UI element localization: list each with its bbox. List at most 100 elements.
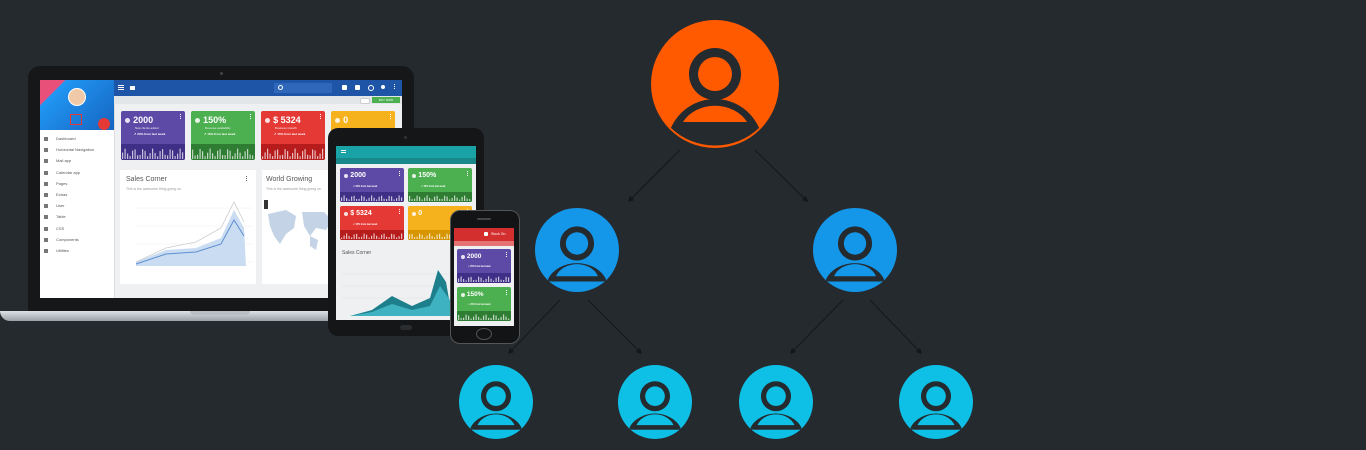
tablet-breadcrumb (336, 158, 476, 164)
sidebar-item-label: CSS (56, 225, 65, 231)
menu-icon[interactable] (118, 85, 124, 86)
search-bar[interactable] (274, 83, 332, 93)
sidebar-item[interactable]: Extras (44, 192, 110, 197)
member-avatar-2[interactable] (618, 365, 692, 439)
settings-icon[interactable] (381, 85, 385, 89)
sidebar-item-label: Calendar app (56, 169, 81, 175)
user-icon (459, 365, 533, 439)
card-menu-icon[interactable] (399, 209, 400, 210)
sidebar-item-icon (44, 170, 48, 175)
sidebar-item[interactable]: User (44, 203, 110, 208)
sidebar-item-icon (44, 248, 48, 253)
card-caption: Business Growth (275, 126, 297, 130)
buy-now-button[interactable]: BUY NOW (372, 97, 400, 103)
card-menu-icon[interactable] (467, 171, 468, 172)
card-menu-icon[interactable] (320, 114, 321, 115)
breadcrumb: BUY NOW (114, 96, 402, 104)
card-menu-icon[interactable] (467, 209, 468, 210)
card-value: 150% (203, 115, 227, 125)
sidebar-item[interactable]: Table (44, 214, 110, 219)
card-menu-icon[interactable] (506, 252, 507, 253)
sidebar-item[interactable]: Utilities (44, 248, 110, 253)
more-icon[interactable] (394, 84, 395, 85)
tablet-sales-title: Sales Corner (342, 250, 372, 256)
sidebar-item[interactable]: CSS (44, 226, 110, 231)
sparkline (340, 192, 404, 202)
logo-shape-icon (70, 114, 82, 125)
laptop-base (0, 311, 440, 321)
user-icon (535, 208, 619, 292)
card-icon (195, 118, 201, 124)
menu-icon[interactable] (341, 150, 346, 151)
chat-icon[interactable] (355, 85, 360, 90)
arrow-right-b (869, 299, 923, 355)
card-menu-icon[interactable] (390, 114, 391, 115)
world-map (268, 210, 332, 250)
stat-card[interactable]: 150% ↗ 15% from last week (457, 287, 511, 321)
sidebar-item[interactable]: Pages (44, 181, 110, 186)
phone-sub-bar (454, 241, 514, 246)
team-lead-right-avatar[interactable] (813, 208, 897, 292)
member-avatar-3[interactable] (739, 365, 813, 439)
sales-chart (135, 201, 252, 266)
sidebar-item-icon (44, 136, 48, 141)
card-icon (412, 212, 417, 217)
sidebar-item-icon (44, 181, 48, 186)
stat-card[interactable]: $ 5324↗ 15% from last week (340, 206, 404, 240)
notification-icon[interactable] (342, 85, 347, 90)
panel-menu-icon[interactable] (246, 176, 247, 177)
sparkline (121, 144, 185, 160)
card-value: $ 5324 (350, 210, 372, 217)
card-trend: ↗ 20% from last week (352, 185, 378, 189)
toggle-switch[interactable] (360, 98, 370, 104)
card-icon (125, 118, 131, 124)
sidebar-item[interactable]: Horizontal Navigation (44, 147, 110, 152)
sidebar-item[interactable]: Dashboard (44, 136, 110, 141)
world-subtitle: This is the awesome thing going on (266, 187, 321, 191)
stat-card[interactable]: 150%Revenue availability↗ 15% from last … (191, 111, 255, 160)
card-value: 0 (343, 115, 349, 125)
sales-title: Sales Corner (126, 176, 167, 183)
sales-subtitle: This is the awesome thing going on (126, 187, 181, 191)
stat-card[interactable]: 2000↗ 20% from last week (340, 168, 404, 202)
member-avatar-4[interactable] (899, 365, 973, 439)
card-value: 150% (466, 291, 484, 298)
card-menu-icon[interactable] (180, 114, 181, 115)
card-menu-icon[interactable] (506, 290, 507, 291)
sidebar-item-icon (44, 237, 48, 242)
card-menu-icon[interactable] (399, 171, 400, 172)
sidebar-item-icon (44, 192, 48, 197)
mail-icon[interactable] (130, 86, 135, 90)
card-trend: ↗ 15% from last week (467, 304, 491, 307)
refresh-icon[interactable] (368, 85, 374, 91)
member-avatar-1[interactable] (459, 365, 533, 439)
root-user-avatar[interactable] (651, 20, 779, 148)
sidebar-item[interactable]: Components (44, 237, 110, 242)
stat-card[interactable]: 150%↗ 15% from last week (408, 168, 472, 202)
sidebar-item-icon (44, 148, 48, 153)
card-icon (344, 212, 349, 217)
tablet-home-button[interactable] (400, 325, 412, 330)
sidebar-item-icon (44, 215, 48, 220)
zoom-controls[interactable] (264, 200, 268, 209)
phone-speaker (477, 218, 491, 220)
sparkline (457, 273, 511, 283)
sales-panel: Sales Corner This is the awesome thing g… (120, 170, 256, 284)
card-trend: ↗ 20% from last week (467, 266, 491, 269)
arrow-root-right (754, 149, 809, 203)
stat-card[interactable]: 2000↗ 20% from last week (457, 249, 511, 283)
sidebar-item[interactable]: Calendar app (44, 170, 110, 175)
team-lead-left-avatar[interactable] (535, 208, 619, 292)
like-icon[interactable] (98, 118, 110, 130)
user-icon (651, 20, 779, 148)
sidebar-item-label: Mail app (56, 158, 72, 164)
sidebar-item[interactable]: Mail app (44, 158, 110, 163)
search-icon[interactable] (278, 85, 283, 90)
card-menu-icon[interactable] (250, 114, 251, 115)
phone-home-button[interactable] (476, 328, 492, 340)
